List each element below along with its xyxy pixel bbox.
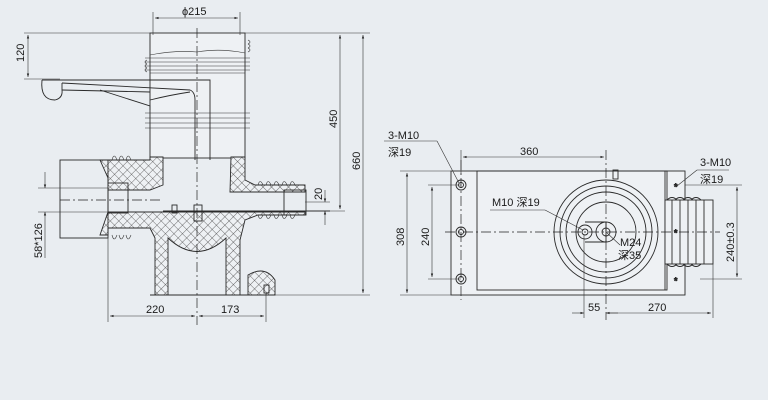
dim-173: 173 <box>221 304 239 316</box>
bushing-outlines <box>59 159 330 296</box>
top-sheds <box>144 39 251 129</box>
dim-308: 308 <box>395 228 407 246</box>
dim-bore: 58*126 <box>33 223 45 258</box>
dim-top: 120 <box>15 44 27 62</box>
dim-240: 240 <box>420 228 432 246</box>
svg-text:*: * <box>674 228 678 238</box>
label-left-holes: 3-M10 <box>388 130 419 142</box>
dim-220: 220 <box>146 304 164 316</box>
top-view: * * * 360 308 240 240±0.3 <box>384 130 742 320</box>
dim-240-tolerance: 240±0.3 <box>725 222 737 262</box>
side-view: ϕ215 120 450 660 20 58*126 220 173 <box>15 6 370 325</box>
dim-360: 360 <box>520 146 538 158</box>
dim-270: 270 <box>648 302 666 314</box>
dim-660: 660 <box>351 152 363 170</box>
conductor-arm <box>41 79 211 160</box>
svg-text:*: * <box>674 182 678 192</box>
label-right-holes: 3-M10 <box>700 157 731 169</box>
bushing-sheds <box>111 155 296 240</box>
label-center-hole: M10 深19 <box>492 196 540 209</box>
label-stud-depth: 深35 <box>618 249 641 262</box>
dim-20: 20 <box>313 188 325 200</box>
label-left-depth: 深19 <box>388 146 411 159</box>
upper-cylinder <box>149 32 246 159</box>
label-right-depth: 深19 <box>700 173 723 186</box>
dim-450: 450 <box>328 110 340 128</box>
dim-diameter: ϕ215 <box>182 6 207 18</box>
svg-text:*: * <box>674 276 678 286</box>
label-stud: M24 <box>620 237 641 249</box>
housing-section <box>99 156 164 191</box>
dim-55: 55 <box>588 302 600 314</box>
